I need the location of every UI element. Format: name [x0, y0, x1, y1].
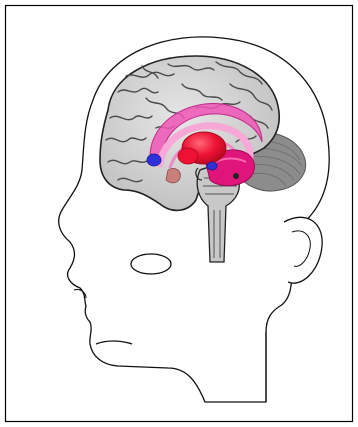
pineal-marker — [233, 173, 239, 179]
eye — [131, 254, 171, 274]
mammillary-body — [207, 162, 217, 170]
hypothalamus — [178, 148, 198, 164]
amygdala — [147, 154, 161, 166]
olfactory-bulb — [166, 168, 180, 182]
